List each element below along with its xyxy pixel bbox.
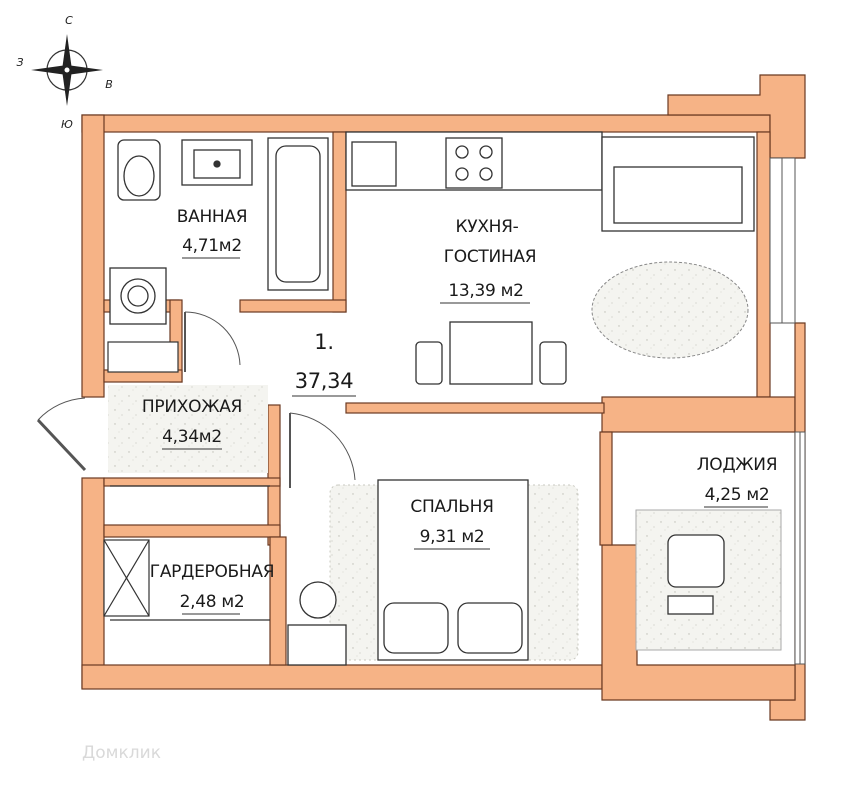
armchair-icon: [667, 534, 725, 588]
kitchen-sink-icon: [351, 141, 397, 187]
bedroom-fixtures: [287, 479, 529, 666]
bedroom-name: СПАЛЬНЯ: [410, 497, 493, 517]
bathroom-fixtures: [109, 137, 329, 325]
kitchen-name-line2: ГОСТИНАЯ: [444, 247, 537, 267]
bedroom-area: 9,31 м2: [420, 527, 485, 547]
kitchen-fixtures: [345, 131, 755, 385]
chair-icon: [539, 341, 567, 385]
kitchen-name-line1: КУХНЯ-: [455, 217, 518, 237]
bathroom-area: 4,71м2: [182, 236, 242, 256]
wardrobe-name: ГАРДЕРОБНАЯ: [150, 562, 275, 582]
label-underlines: [162, 257, 768, 615]
wardrobe-area: 2,48 м2: [180, 592, 245, 612]
dining-table-icon: [449, 321, 533, 385]
bathroom-name: ВАННАЯ: [177, 207, 248, 227]
apartment-number: 1.: [314, 330, 333, 354]
room-labels: ВАННАЯ 4,71м2 КУХНЯ- ГОСТИНАЯ 13,39 м2 1…: [142, 207, 778, 612]
compass-east-label: В: [105, 78, 113, 91]
bedside-table-icon: [299, 581, 337, 619]
apartment-total-area: 37,34: [295, 369, 354, 393]
stove-icon: [445, 137, 503, 189]
compass-north-label: С: [65, 14, 73, 27]
kitchen-rug: [591, 261, 749, 359]
keyboard-icon: [667, 595, 714, 615]
chair-icon: [415, 341, 443, 385]
loggia-area: 4,25 м2: [705, 485, 770, 505]
compass-west-label: З: [16, 56, 23, 69]
hall-rug: [108, 385, 268, 473]
hall-name: ПРИХОЖАЯ: [142, 397, 242, 417]
compass: С З В Ю: [16, 14, 112, 131]
compass-south-label: Ю: [61, 118, 73, 131]
hall-area: 4,34м2: [162, 427, 222, 447]
watermark: Домклик: [82, 743, 161, 763]
hall-fixtures: [103, 341, 270, 621]
loggia-glazing: [794, 431, 806, 665]
loggia-name: ЛОДЖИЯ: [697, 455, 778, 475]
hall-bench: [107, 341, 179, 373]
loggia-fixtures: [667, 534, 725, 615]
kitchen-window: [769, 157, 796, 324]
kitchen-area: 13,39 м2: [448, 281, 523, 301]
doors: [36, 311, 356, 488]
